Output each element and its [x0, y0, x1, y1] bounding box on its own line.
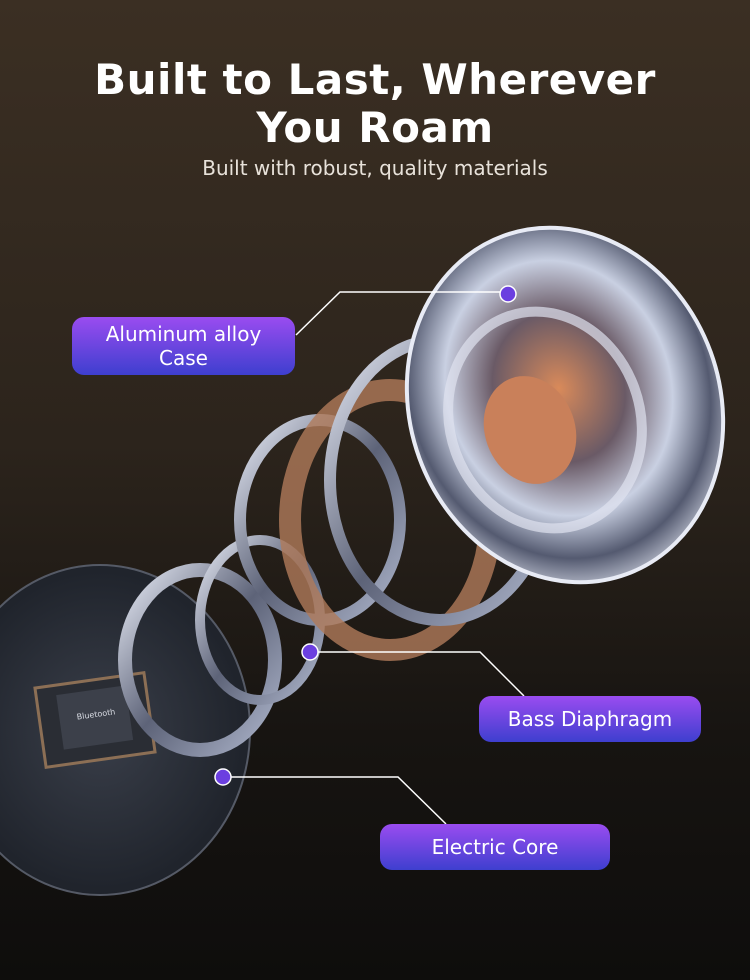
page-title: Built to Last, Wherever You Roam — [94, 55, 656, 152]
callout-dots — [214, 285, 517, 786]
speaker-rings — [118, 334, 556, 757]
callout-aluminum-alloy-case: Aluminum alloy Case — [72, 317, 295, 375]
callout-lines — [223, 291, 525, 825]
callout-electric-core: Electric Core — [380, 824, 610, 870]
callout-bass-diaphragm: Bass Diaphragm — [479, 696, 701, 742]
speaker-cone — [404, 225, 726, 585]
subtitle: Built with robust, quality materials — [202, 156, 548, 180]
circuit-board — [0, 564, 251, 896]
